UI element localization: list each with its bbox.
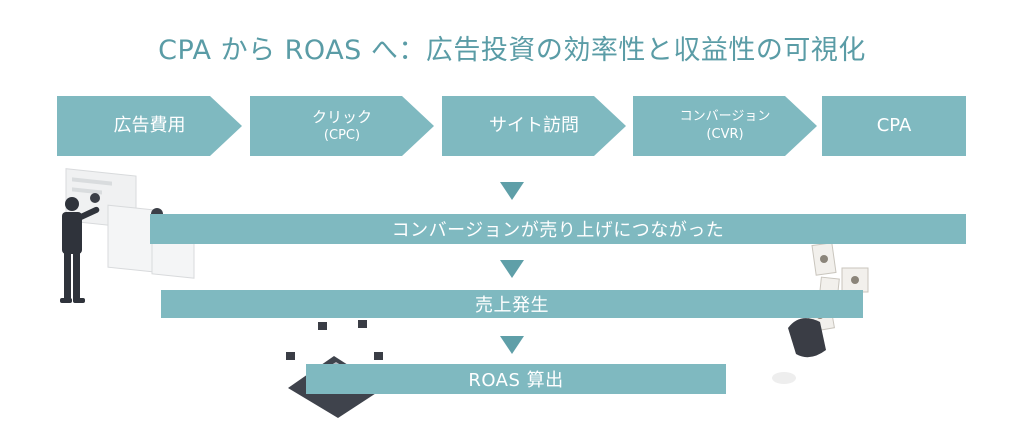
key-icon	[358, 320, 367, 328]
flow-step-click: クリック (CPC)	[250, 96, 434, 156]
down-arrow-icon	[500, 336, 524, 354]
flow-step-label: クリック	[311, 108, 372, 127]
flow-step-label: CPA	[876, 114, 912, 136]
flow-step-label: サイト訪問	[489, 114, 579, 136]
step-conversion-to-sales: コンバージョンが売り上げにつながった	[150, 214, 966, 244]
flow-step-cpa: CPA	[822, 96, 966, 156]
flow-step-label: コンバージョン	[679, 109, 771, 125]
step-sales-generated: 売上発生	[161, 290, 863, 318]
step-roas-calculation: ROAS 算出	[306, 364, 726, 394]
page-title: CPA から ROAS へ：広告投資の効率性と収益性の可視化	[158, 35, 866, 66]
key-icon	[286, 352, 295, 360]
down-arrow-icon	[500, 182, 524, 200]
down-arrow-icon	[500, 260, 524, 278]
flow-step-sublabel: (CVR)	[706, 127, 744, 142]
step-label: ROAS 算出	[468, 370, 564, 391]
flow-step-label: 広告費用	[113, 114, 186, 136]
flow-step-ad-cost: 広告費用	[57, 96, 242, 156]
check-icon	[90, 193, 100, 203]
key-icon	[318, 322, 327, 330]
flow-step-conversion: コンバージョン (CVR)	[633, 96, 817, 156]
flow-step-sublabel: (CPC)	[323, 128, 361, 144]
flow-step-site-visit: サイト訪問	[442, 96, 626, 156]
key-icon	[374, 352, 383, 360]
step-label: 売上発生	[475, 295, 549, 316]
step-label: コンバージョンが売り上げにつながった	[391, 220, 725, 241]
